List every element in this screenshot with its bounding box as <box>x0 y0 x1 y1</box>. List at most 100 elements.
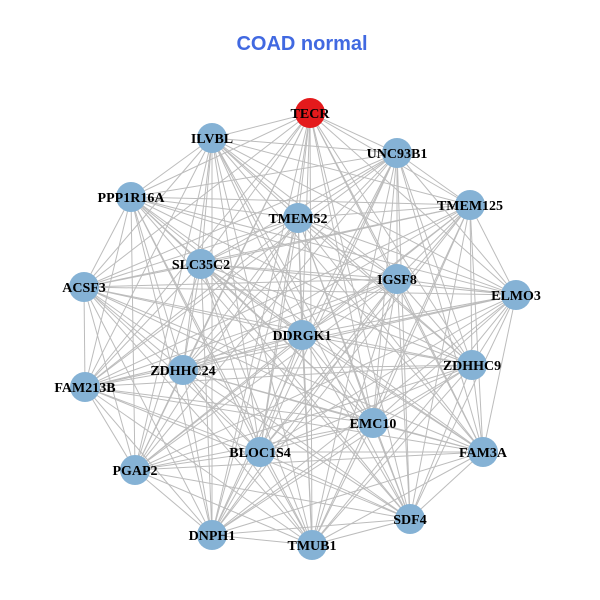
edge-FAM3A-DNPH1 <box>211 451 484 536</box>
node-ELMO3[interactable] <box>501 280 531 310</box>
edge-SDF4-DNPH1 <box>211 518 411 536</box>
edge-TMEM52-BLOC1S4 <box>259 217 299 453</box>
edge-ILVBL-UNC93B1 <box>211 137 398 154</box>
edge-DNPH1-TMUB1 <box>211 534 313 546</box>
edge-TECR-UNC93B1 <box>309 112 398 154</box>
edge-IGSF8-SDF4 <box>396 278 411 520</box>
edge-IGSF8-ACSF3 <box>83 278 398 288</box>
edge-SLC35C2-ACSF3 <box>83 263 202 288</box>
edge-ILVBL-TMEM125 <box>211 137 471 206</box>
edge-TECR-ILVBL <box>211 112 311 139</box>
edge-ILVBL-PGAP2 <box>134 137 213 471</box>
edge-ACSF3-ZDHHC24 <box>83 286 184 371</box>
edge-PPP1R16A-ZDHHC24 <box>130 196 184 371</box>
edge-ELMO3-BLOC1S4 <box>259 294 517 453</box>
edge-DDRGK1-ZDHHC9 <box>301 334 473 366</box>
edge-PPP1R16A-BLOC1S4 <box>130 196 261 453</box>
node-UNC93B1[interactable] <box>382 138 412 168</box>
edge-IGSF8-EMC10 <box>372 278 398 424</box>
node-FAM3A[interactable] <box>468 437 498 467</box>
edge-ZDHHC24-BLOC1S4 <box>182 369 261 453</box>
edge-FAM3A-TMUB1 <box>311 451 484 546</box>
edge-TMEM125-SDF4 <box>409 204 471 520</box>
edge-TMEM125-IGSF8 <box>396 204 471 280</box>
edge-FAM213B-FAM3A <box>84 386 484 453</box>
edge-UNC93B1-PGAP2 <box>134 152 398 471</box>
node-SLC35C2[interactable] <box>186 249 216 279</box>
edge-IGSF8-PGAP2 <box>134 278 398 471</box>
edge-ELMO3-TMUB1 <box>311 294 517 546</box>
edge-ZDHHC9-PGAP2 <box>134 364 473 471</box>
node-TECR[interactable] <box>295 98 325 128</box>
edge-TMEM52-ELMO3 <box>297 217 517 296</box>
edge-PPP1R16A-ELMO3 <box>130 196 517 296</box>
edge-ZDHHC9-EMC10 <box>372 364 473 424</box>
edge-PGAP2-SDF4 <box>134 469 411 520</box>
edge-ZDHHC24-DNPH1 <box>182 369 213 536</box>
edge-TECR-ACSF3 <box>83 112 311 288</box>
edge-EMC10-SDF4 <box>372 422 411 520</box>
edge-FAM213B-BLOC1S4 <box>84 386 261 453</box>
edge-TMEM125-ELMO3 <box>469 204 517 296</box>
node-DNPH1[interactable] <box>197 520 227 550</box>
edge-ACSF3-ELMO3 <box>83 286 517 296</box>
edge-TMEM125-TMEM52 <box>297 204 471 219</box>
node-DDRGK1[interactable] <box>287 320 317 350</box>
edge-BLOC1S4-DNPH1 <box>211 451 261 536</box>
edge-ILVBL-DDRGK1 <box>211 137 303 336</box>
node-TMUB1[interactable] <box>297 530 327 560</box>
edge-FAM213B-EMC10 <box>84 386 374 424</box>
edge-IGSF8-DDRGK1 <box>301 278 398 336</box>
edge-EMC10-DNPH1 <box>211 422 374 536</box>
edge-DDRGK1-EMC10 <box>301 334 374 424</box>
node-EMC10[interactable] <box>358 408 388 438</box>
node-SDF4[interactable] <box>395 504 425 534</box>
edge-DDRGK1-PGAP2 <box>134 334 303 471</box>
edge-ACSF3-PGAP2 <box>83 286 136 471</box>
node-ILVBL[interactable] <box>197 123 227 153</box>
edge-TMEM52-IGSF8 <box>297 217 398 280</box>
edge-ELMO3-FAM3A <box>482 294 517 453</box>
edge-BLOC1S4-TMUB1 <box>259 451 313 546</box>
node-BLOC1S4[interactable] <box>245 437 275 467</box>
edge-TMEM125-TMUB1 <box>311 204 471 546</box>
edge-BLOC1S4-PGAP2 <box>134 451 261 471</box>
edge-ZDHHC9-BLOC1S4 <box>259 364 473 453</box>
node-PGAP2[interactable] <box>120 455 150 485</box>
node-ZDHHC9[interactable] <box>457 350 487 380</box>
edge-IGSF8-ELMO3 <box>396 278 517 296</box>
edge-PPP1R16A-IGSF8 <box>130 196 398 280</box>
edge-ELMO3-ZDHHC24 <box>182 294 517 371</box>
edge-ILVBL-TMEM52 <box>211 137 299 219</box>
edge-UNC93B1-PPP1R16A <box>130 152 398 198</box>
edge-DDRGK1-FAM3A <box>301 334 484 453</box>
node-ZDHHC24[interactable] <box>168 355 198 385</box>
edge-ZDHHC9-FAM213B <box>84 364 473 388</box>
edge-ACSF3-EMC10 <box>83 286 374 424</box>
edge-ACSF3-FAM3A <box>83 286 484 453</box>
edge-UNC93B1-TMEM52 <box>297 152 398 219</box>
edge-TMEM52-ZDHHC9 <box>297 217 473 366</box>
edge-BLOC1S4-SDF4 <box>259 451 411 520</box>
edge-UNC93B1-ACSF3 <box>83 152 398 288</box>
edge-TMEM125-FAM3A <box>469 204 484 453</box>
edge-SDF4-TMUB1 <box>311 518 411 546</box>
node-TMEM52[interactable] <box>283 203 313 233</box>
edge-ACSF3-DDRGK1 <box>83 286 303 336</box>
edge-UNC93B1-FAM213B <box>84 152 398 388</box>
edge-IGSF8-FAM213B <box>84 278 398 388</box>
edge-IGSF8-BLOC1S4 <box>259 278 398 453</box>
edge-ZDHHC9-SDF4 <box>409 364 473 520</box>
edge-ACSF3-TMUB1 <box>83 286 313 546</box>
edge-ILVBL-FAM213B <box>84 137 213 388</box>
node-IGSF8[interactable] <box>382 264 412 294</box>
edge-SLC35C2-IGSF8 <box>200 263 398 280</box>
node-ACSF3[interactable] <box>69 272 99 302</box>
node-FAM213B[interactable] <box>70 372 100 402</box>
node-TMEM125[interactable] <box>455 190 485 220</box>
edge-SLC35C2-FAM3A <box>200 263 484 453</box>
node-PPP1R16A[interactable] <box>116 182 146 212</box>
edge-DDRGK1-ZDHHC24 <box>182 334 303 371</box>
